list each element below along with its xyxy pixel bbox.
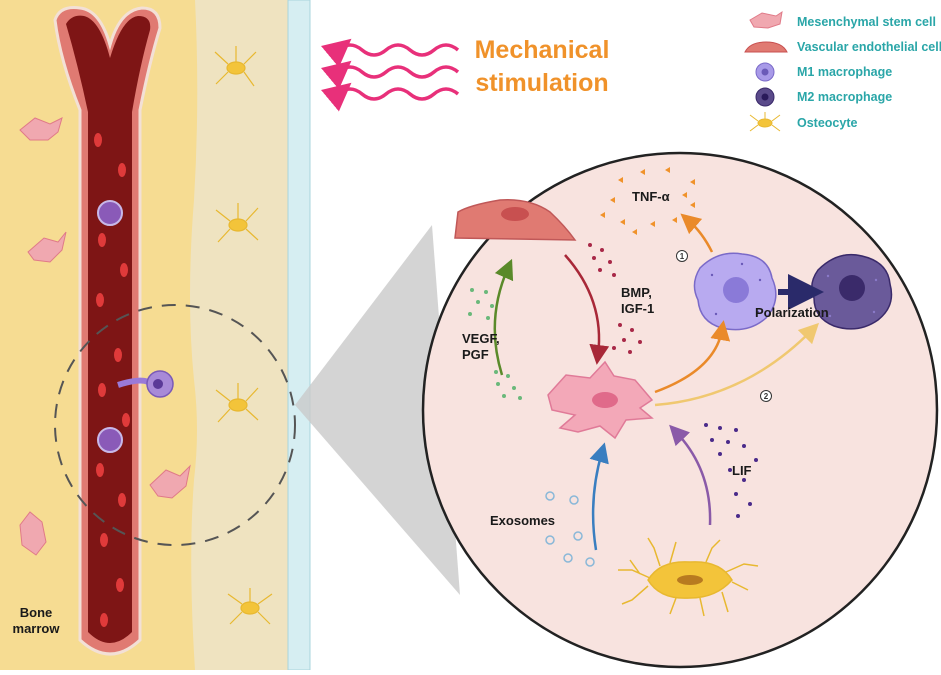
- lif-molecules: [704, 423, 758, 518]
- title-line1: Mechanical: [475, 36, 610, 64]
- arrow-endothelial-to-msc: [564, 254, 610, 365]
- legend-osteocyte-icon: [749, 112, 781, 132]
- vegf-label: VEGF,: [462, 331, 500, 346]
- legend-msc-label: Mesenchymal stem cell: [797, 15, 936, 29]
- arrow-msc-to-m2: [654, 322, 820, 407]
- title-line2: stimulation: [475, 69, 608, 97]
- legend-m2-label: M2 macrophage: [797, 90, 892, 104]
- red-blood-cells: [94, 133, 130, 627]
- tnf-label: TNF-α: [632, 189, 670, 204]
- cortical-osteocytes: [214, 46, 273, 625]
- igf-label: IGF-1: [621, 301, 654, 316]
- arrow-m1-to-tnf: [680, 213, 714, 253]
- marrow-label: marrow: [13, 621, 61, 636]
- central-msc: [547, 360, 654, 440]
- arrow-vegf-to-endothelial: [493, 258, 514, 376]
- legend-vec-icon: [744, 41, 788, 53]
- lif-label: LIF: [732, 463, 752, 478]
- extravasating-macrophage: [117, 370, 174, 398]
- mechanical-stimulation-arrows: [320, 38, 460, 112]
- bmp-label: BMP,: [621, 285, 652, 300]
- periosteum: [287, 0, 311, 670]
- pgf-label: PGF: [462, 347, 489, 362]
- tnf-molecules: [600, 167, 695, 235]
- bone-section: [0, 0, 311, 670]
- arrow-lif-to-msc: [669, 424, 712, 526]
- zoom-connector: [295, 225, 460, 595]
- legend-msc-icon: [749, 10, 783, 29]
- polarization-label: Polarization: [755, 305, 829, 320]
- legend: Mesenchymal stem cell Vascular endotheli…: [744, 10, 941, 132]
- marrow-msc-cells: [19, 117, 191, 556]
- arrow-msc-to-m1: [654, 320, 731, 394]
- step-1-marker: 1: [676, 250, 688, 262]
- legend-vec-label: Vascular endothelial cell: [797, 40, 941, 54]
- endothelial-cell: [454, 199, 577, 241]
- arrow-exosomes-to-msc: [589, 442, 609, 551]
- bmp-molecules: [588, 243, 642, 354]
- m2-macrophage: [811, 253, 893, 330]
- legend-m1-label: M1 macrophage: [797, 65, 892, 79]
- legend-osteocyte-label: Osteocyte: [797, 116, 857, 130]
- exosome-vesicles: [545, 491, 595, 567]
- step-2-marker: 2: [760, 390, 772, 402]
- blood-vessel: [53, 6, 174, 656]
- zoom-region-circle: [54, 304, 296, 546]
- step-1-label: 1: [680, 252, 685, 261]
- exosomes-label: Exosomes: [490, 513, 555, 528]
- cortical-bone: [190, 0, 288, 670]
- circle-osteocyte: [618, 537, 759, 617]
- vegf-molecules: [468, 288, 522, 400]
- m1-macrophage: [693, 252, 777, 331]
- step-2-label: 2: [764, 392, 769, 401]
- bone-label: Bone: [20, 605, 53, 620]
- vessel-macrophages: [97, 200, 123, 453]
